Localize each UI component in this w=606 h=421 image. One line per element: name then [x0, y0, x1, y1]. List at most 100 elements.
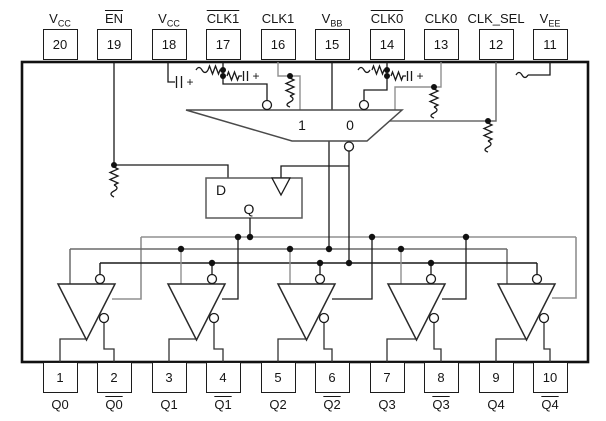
clk1-pulldown — [284, 77, 296, 108]
output-buffer-2 — [276, 283, 337, 342]
clk0b-wire — [357, 62, 413, 101]
output-buffer-0 — [56, 283, 117, 342]
resistor-icon — [226, 70, 242, 82]
pin-2-box: 2 — [96, 362, 132, 393]
latch-d-label: D — [216, 182, 226, 198]
pin-14-label: CLK0 — [370, 11, 404, 26]
pin-11-label: VEE — [539, 11, 561, 29]
pin-1-label: Q0 — [51, 397, 69, 412]
enable-latch: D Q — [205, 177, 303, 237]
pin-18-box: 18 — [151, 29, 187, 60]
buffer-input-bubble — [94, 273, 106, 285]
vcc18-cap-wire — [167, 62, 183, 88]
vee-squiggle — [195, 66, 209, 74]
clk-sel-pulldown — [482, 122, 494, 153]
cap-plus-mark: + — [186, 75, 193, 89]
resistor-icon — [390, 70, 406, 82]
vee-squiggle — [110, 184, 118, 198]
mux-inverting-input-bubble-1 — [261, 99, 273, 111]
pin-19: EN 19 — [84, 9, 144, 60]
pin-10-box: 10 — [532, 362, 568, 393]
output-buffer-3 — [386, 283, 447, 342]
resistor-icon — [428, 88, 440, 108]
mux-output-wires — [280, 141, 350, 263]
pin-16-box: 16 — [260, 29, 296, 60]
cap-plus-mark: + — [416, 69, 423, 83]
pin-11-box: 11 — [532, 29, 568, 60]
buffer-output-bubble — [98, 312, 110, 324]
vee-squiggle — [357, 66, 371, 74]
pin-9-box: 9 — [478, 362, 514, 393]
pin-5-label: Q2 — [269, 397, 287, 412]
vee-wire — [515, 62, 551, 79]
cap-plus-mark: + — [252, 69, 259, 83]
enable-feed-wires — [222, 237, 467, 300]
pin-15-box: 15 — [314, 29, 350, 60]
resistor-icon — [482, 122, 494, 142]
pin-19-box: 19 — [96, 29, 132, 60]
pin-6-box: 6 — [314, 362, 350, 393]
pin-10-label: Q4 — [541, 397, 559, 412]
buffer-input-bubble — [425, 273, 437, 285]
buffer-input-bubble — [206, 273, 218, 285]
pin-8-box: 8 — [423, 362, 459, 393]
pin-7-box: 7 — [369, 362, 405, 393]
en-wire — [108, 62, 229, 198]
pin-8-label: Q3 — [432, 397, 450, 412]
clock-true-bus — [69, 248, 508, 284]
pin-7-label: Q3 — [378, 397, 396, 412]
pin-9-label: Q4 — [487, 397, 505, 412]
buffer-input-bubble — [531, 273, 543, 285]
en-pulldown-resistor — [108, 166, 120, 186]
pin-13-label: CLK0 — [424, 11, 458, 26]
pin-13: CLK0 13 — [411, 9, 471, 60]
buffer-output-bubble — [208, 312, 220, 324]
pin-20-box: 20 — [42, 29, 78, 60]
buffer-output-bubble — [538, 312, 550, 324]
buffer-input-bubble — [314, 273, 326, 285]
mux-inverting-input-bubble-0 — [358, 99, 370, 111]
buffer-output-bubble — [428, 312, 440, 324]
pin-1-box: 1 — [42, 362, 78, 393]
latch-clock-triangle-icon — [270, 177, 292, 197]
pin-20-label: VCC — [49, 11, 71, 29]
output-wires — [59, 322, 551, 362]
pin-3-label: Q1 — [160, 397, 178, 412]
pin-19-label: EN — [104, 11, 124, 26]
clk-sel-wire — [390, 62, 497, 122]
pin-12-box: 12 — [478, 29, 514, 60]
vee-squiggle — [286, 95, 294, 108]
pin-3-box: 3 — [151, 362, 187, 393]
mux-label-1: 1 — [298, 117, 306, 133]
mux-label-0: 0 — [346, 117, 354, 133]
pin-17-box: 17 — [205, 29, 241, 60]
mux-body — [185, 109, 404, 142]
latch-q-label: Q — [244, 201, 255, 217]
pin-17-label: CLK1 — [206, 11, 240, 26]
mux-output-bubble — [343, 141, 355, 152]
pin-17: CLK1 17 — [193, 9, 253, 60]
pin-15-label: VBB — [321, 11, 343, 29]
clock-mux: 1 0 — [185, 99, 404, 152]
vee-squiggle — [484, 140, 492, 153]
enable-bus — [112, 236, 577, 300]
pin-5-box: 5 — [260, 362, 296, 393]
pin-13-box: 13 — [423, 29, 459, 60]
vee-squiggle — [515, 71, 529, 79]
